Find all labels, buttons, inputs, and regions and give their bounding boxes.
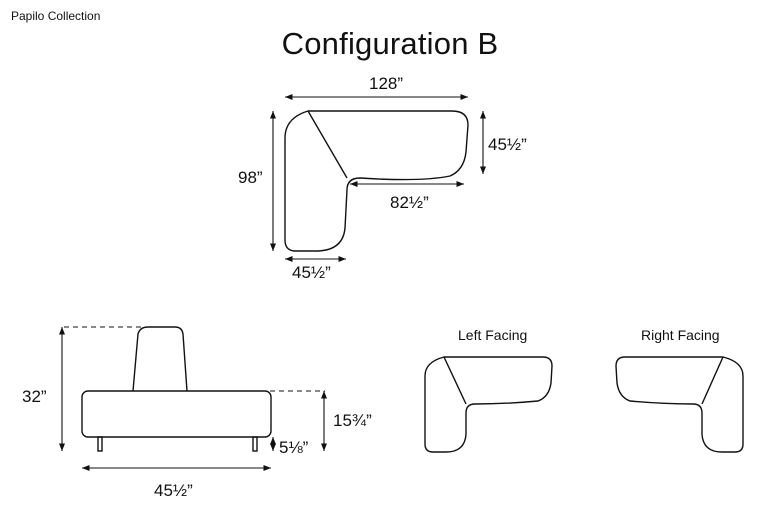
side-view [58,326,328,472]
caption-left-facing: Left Facing [458,327,528,343]
label-overall-width: 128” [369,74,404,93]
sectional-seam [307,110,348,179]
caption-right-facing: Right Facing [641,327,720,343]
top-view-sectional [269,93,487,263]
left-facing-outline [424,356,553,453]
label-side-width: 45½” [154,481,193,500]
brand-label: Papilo Collection [11,9,101,23]
label-leg-height: 5⅛” [279,438,309,457]
label-total-height: 32” [22,387,47,406]
sectional-outline [284,110,469,252]
right-facing-outline [615,356,744,453]
label-right-depth: 45½” [488,135,527,154]
left-facing-seam [443,356,467,405]
right-facing-seam [701,356,724,405]
label-seat-height: 15¾” [333,411,372,430]
label-overall-depth: 98” [238,168,263,187]
side-backrest [132,326,188,392]
side-leg-left [97,436,103,452]
side-seat [81,390,272,438]
page-title: Configuration B [281,26,499,61]
right-facing-sectional [615,356,744,453]
label-bottom-width: 45½” [292,263,331,282]
left-facing-sectional [424,356,553,453]
side-leg-right [252,436,258,452]
label-inner-length: 82½” [390,193,429,212]
